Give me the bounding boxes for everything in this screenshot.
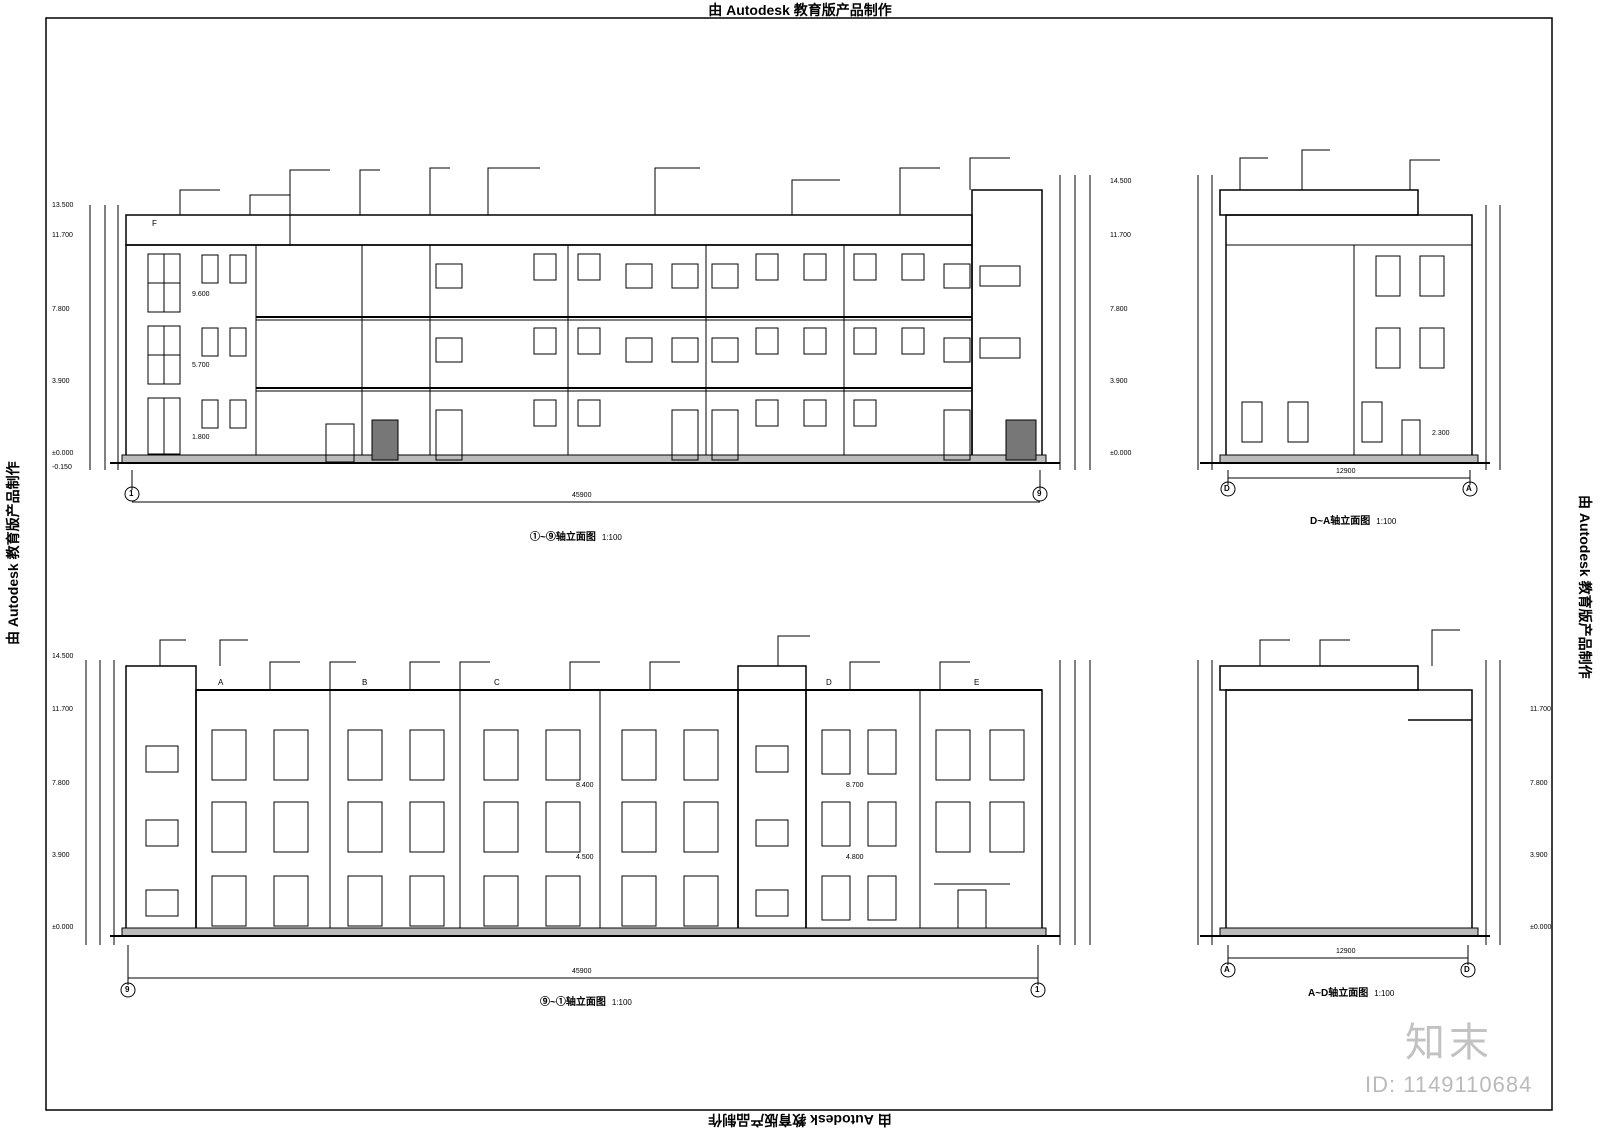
level-label: 13.500 [52,202,74,209]
level-label: 11.700 [1530,706,1551,713]
elevation-9-1 [85,635,1091,998]
level-label: 3.900 [1110,378,1128,385]
sill-mark: 8.700 [846,782,864,789]
level-label: 14.500 [1110,178,1132,185]
level-label: ±0.000 [1110,450,1132,457]
level-label: 7.800 [1110,306,1128,313]
axis-label: D [1224,484,1230,493]
sill-mark: 9.600 [192,291,210,298]
total-dimension: 12900 [1336,468,1356,475]
edu-banner-top: 由 Autodesk 教育版产品制作 [708,2,892,18]
grid-letter: F [152,219,157,228]
level-label: 3.900 [1530,852,1548,859]
axis-label: A [1224,965,1230,974]
axis-label: 9 [1037,489,1042,498]
grid-letter: C [494,678,500,687]
elevation-a-d [1197,629,1501,978]
elevation-d-a [1197,149,1501,497]
total-dimension: 45900 [572,968,592,975]
watermark-logo: 知末 [1405,1020,1493,1066]
level-label: 7.800 [52,780,70,787]
axis-label: D [1464,965,1470,974]
sill-mark: 1.800 [192,434,210,441]
level-label: 7.800 [52,306,70,313]
grid-letter: E [974,678,980,687]
sill-mark: 4.800 [846,854,864,861]
level-label: 11.700 [52,706,73,713]
sill-mark: 8.400 [576,782,594,789]
total-dimension: 45900 [572,492,592,499]
level-label: ±0.000 [1530,924,1552,931]
axis-label: A [1466,484,1472,493]
axis-label: 9 [125,985,130,994]
sill-mark: 2.300 [1432,430,1450,437]
level-label: ±0.000 [52,924,74,931]
level-label: 3.900 [52,852,70,859]
axis-label: 1 [129,489,134,498]
elevation-1-9 [89,157,1091,503]
level-label: 3.900 [52,378,70,385]
level-label: -0.150 [52,464,72,471]
total-dimension: 12900 [1336,948,1356,955]
grid-letter: B [362,678,368,687]
grid-letter: D [826,678,832,687]
axis-label: 1 [1035,985,1040,994]
level-label: 7.800 [1530,780,1548,787]
sill-mark: 5.700 [192,362,210,369]
grid-letter: A [218,678,224,687]
sheet-frame [45,17,1553,1111]
level-label: 11.700 [1110,232,1131,239]
level-label: 11.700 [52,232,73,239]
watermark-id: ID: 1149110684 [1365,1072,1533,1097]
level-label: 14.500 [52,653,74,660]
level-label: ±0.000 [52,450,74,457]
sill-mark: 4.500 [576,854,594,861]
